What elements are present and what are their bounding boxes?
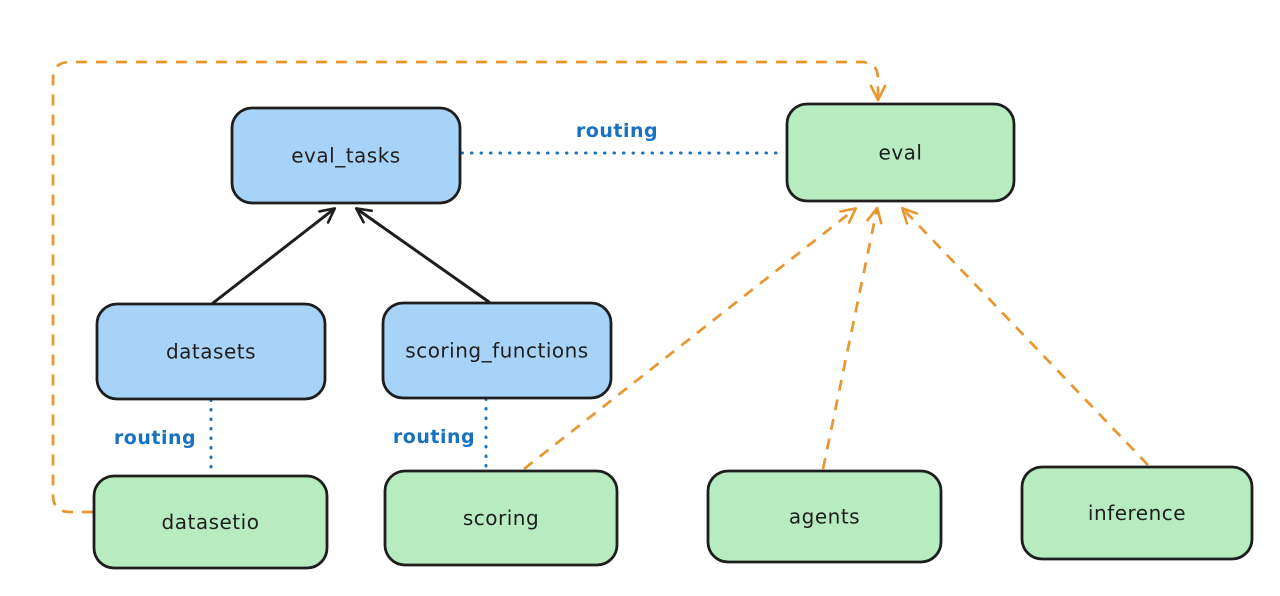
edge-agents-to-eval — [821, 206, 883, 470]
edge-path — [51, 60, 887, 514]
edge-label-routing: routing — [114, 427, 196, 449]
node-datasets: datasets — [95, 302, 327, 401]
node-box — [383, 469, 619, 567]
node-box — [230, 106, 462, 205]
edge-path — [821, 206, 883, 470]
edge-path — [354, 207, 491, 304]
edge-datasetio-to-eval-loop — [51, 60, 887, 514]
edge-inference-to-eval — [901, 206, 1149, 466]
edge-label-routing: routing — [576, 120, 658, 142]
node-box — [706, 469, 943, 564]
edge-path — [211, 207, 337, 305]
edge-path — [523, 207, 858, 471]
node-box — [381, 301, 613, 400]
node-inference: inference — [1020, 465, 1254, 561]
edge-datasets-to-eval_tasks — [211, 207, 337, 305]
edge-datasets-to-datasetio: routing — [114, 398, 213, 475]
node-label: eval — [879, 141, 923, 165]
node-box — [92, 474, 329, 570]
node-box — [785, 102, 1016, 203]
node-label: scoring_functions — [405, 339, 588, 363]
node-label: inference — [1088, 501, 1186, 525]
node-label: datasetio — [162, 510, 260, 534]
edge-eval_tasks-to-eval: routing — [460, 120, 787, 155]
node-scoring_functions: scoring_functions — [381, 301, 613, 400]
node-label: datasets — [166, 340, 256, 364]
node-label: eval_tasks — [291, 144, 400, 168]
node-eval_tasks: eval_tasks — [230, 106, 462, 205]
node-box — [95, 302, 327, 401]
node-box — [1020, 465, 1254, 561]
edge-path — [901, 206, 1149, 466]
edge-label-routing: routing — [393, 426, 475, 448]
node-agents: agents — [706, 469, 943, 564]
node-label: agents — [789, 505, 860, 529]
node-datasetio: datasetio — [92, 474, 329, 570]
node-eval: eval — [785, 102, 1016, 203]
node-scoring: scoring — [383, 469, 619, 567]
edge-scoring_functions-to-eval_tasks — [354, 207, 491, 304]
node-label: scoring — [463, 506, 539, 530]
edge-scoring-to-eval — [523, 207, 858, 471]
edge-scoring_functions-to-scoring: routing — [393, 397, 488, 470]
